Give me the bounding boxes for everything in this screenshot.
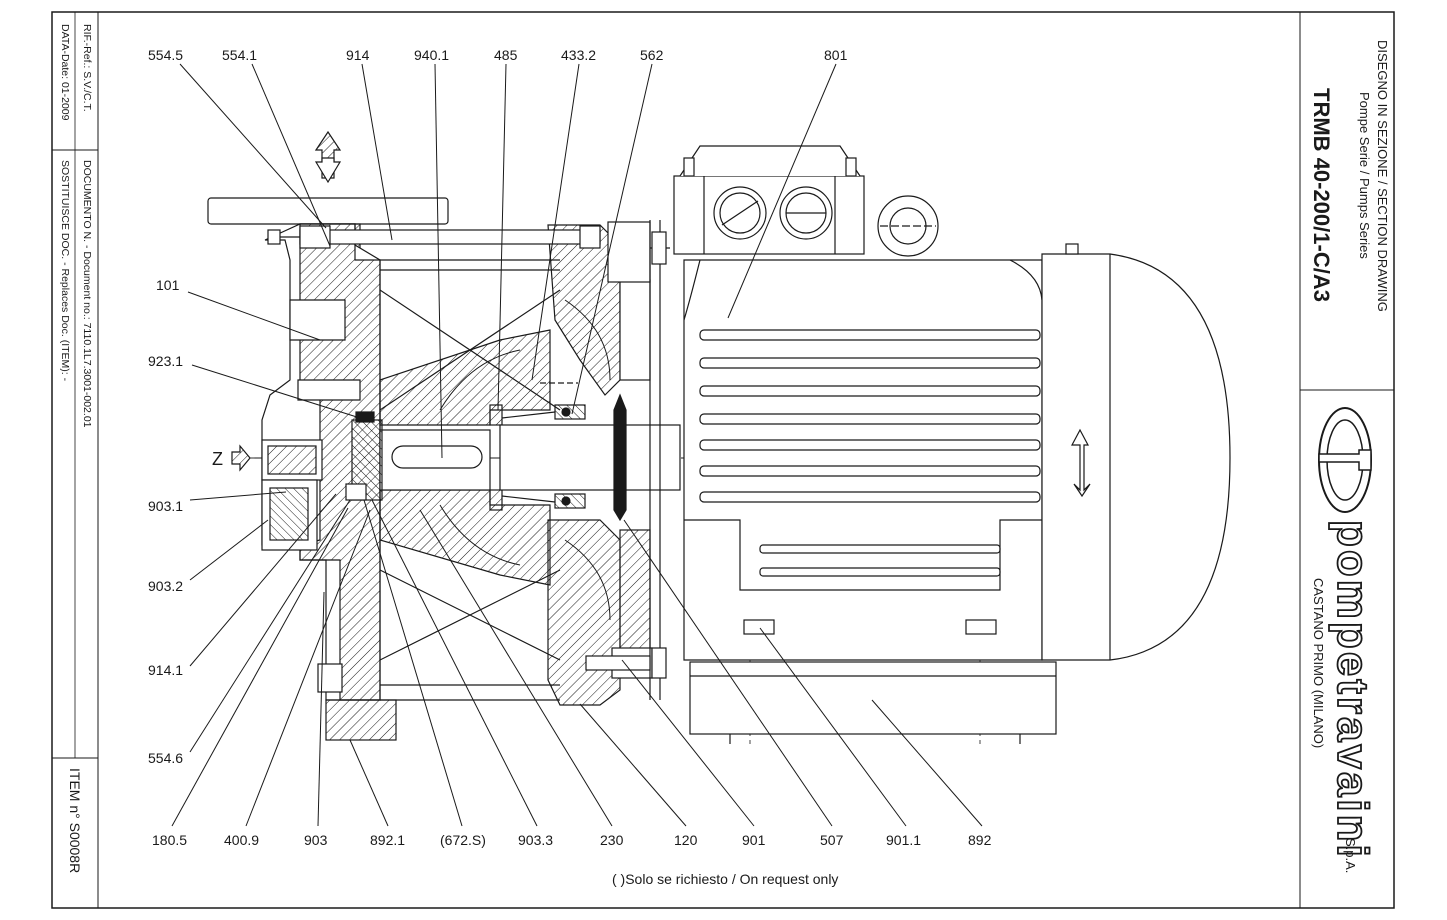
side-strip: RIF.-Ref.: S.V./C.T. DATA-Date: 01-2009 … (59, 24, 93, 873)
cooling-fins (699, 329, 1041, 577)
part-label: 914 (346, 47, 370, 63)
series-text: Pompe Serie / Pumps Series (1357, 92, 1372, 259)
date-text: DATA-Date: 01-2009 (59, 24, 71, 121)
brand-wordmark: pompetravaini (1328, 520, 1377, 860)
part-label: 903.1 (148, 498, 183, 514)
mechanical-seal (489, 404, 586, 511)
part-label: 901.1 (886, 832, 921, 848)
item-number-text: ITEM n° S0008R (67, 768, 83, 873)
part-label: 230 (600, 832, 624, 848)
part-label: 400.9 (224, 832, 259, 848)
pump-drawing (207, 130, 1231, 748)
part-label: (672.S) (440, 832, 486, 848)
part-label: 120 (674, 832, 698, 848)
title-block: DISEGNO IN SEZIONE / SECTION DRAWING Pom… (1309, 40, 1390, 873)
shaft (499, 424, 681, 491)
part-label: 801 (824, 47, 848, 63)
part-label: 901 (742, 832, 766, 848)
leader-lines (171, 63, 983, 827)
part-label: 923.1 (148, 353, 183, 369)
footnote: ( )Solo se richiesto / On request only (612, 871, 838, 887)
part-label: 940.1 (414, 47, 449, 63)
part-label: 554.5 (148, 47, 183, 63)
view-z-label: Z (212, 449, 223, 469)
electric-motor (673, 145, 1231, 693)
part-label: 903 (304, 832, 328, 848)
base-plate (689, 661, 1057, 744)
part-label: 892 (968, 832, 992, 848)
part-label: 903.3 (518, 832, 553, 848)
part-label: 485 (494, 47, 518, 63)
company-logo (1318, 407, 1372, 513)
model-text: TRMB 40-200/1-C/A3 (1309, 88, 1334, 302)
view-z-arrow (231, 444, 251, 472)
part-label: 101 (156, 277, 180, 293)
drawing-type-text: DISEGNO IN SEZIONE / SECTION DRAWING (1375, 40, 1390, 312)
impeller-nut (345, 411, 383, 501)
part-label: 562 (640, 47, 664, 63)
part-label: 507 (820, 832, 844, 848)
part-labels: 554.5 554.1 914 940.1 485 433.2 562 801 … (148, 47, 992, 848)
ref-text: RIF.-Ref.: S.V./C.T. (81, 24, 93, 112)
suction-inlet (261, 439, 323, 551)
part-label: 892.1 (370, 832, 405, 848)
coupling-stud (613, 393, 627, 522)
replaces-doc-text: SOSTITUISCE DOC. - Replaces Doc. (ITEM):… (59, 160, 71, 382)
part-label: 180.5 (152, 832, 187, 848)
drawing-frame (51, 11, 1395, 909)
part-label: 903.2 (148, 578, 183, 594)
vertical-arrows-symbol (314, 130, 342, 184)
part-label: 554.6 (148, 750, 183, 766)
tie-bolt (267, 225, 670, 265)
company-suffix-text: S.p.A. (1343, 838, 1358, 873)
part-label: 433.2 (561, 47, 596, 63)
part-label: 554.1 (222, 47, 257, 63)
location-text: CASTANO PRIMO (MILANO) (1311, 578, 1326, 748)
part-label: 914.1 (148, 662, 183, 678)
document-number-text: DOCUMENTO N. - Document no.: 7110.1L7.30… (81, 160, 93, 428)
